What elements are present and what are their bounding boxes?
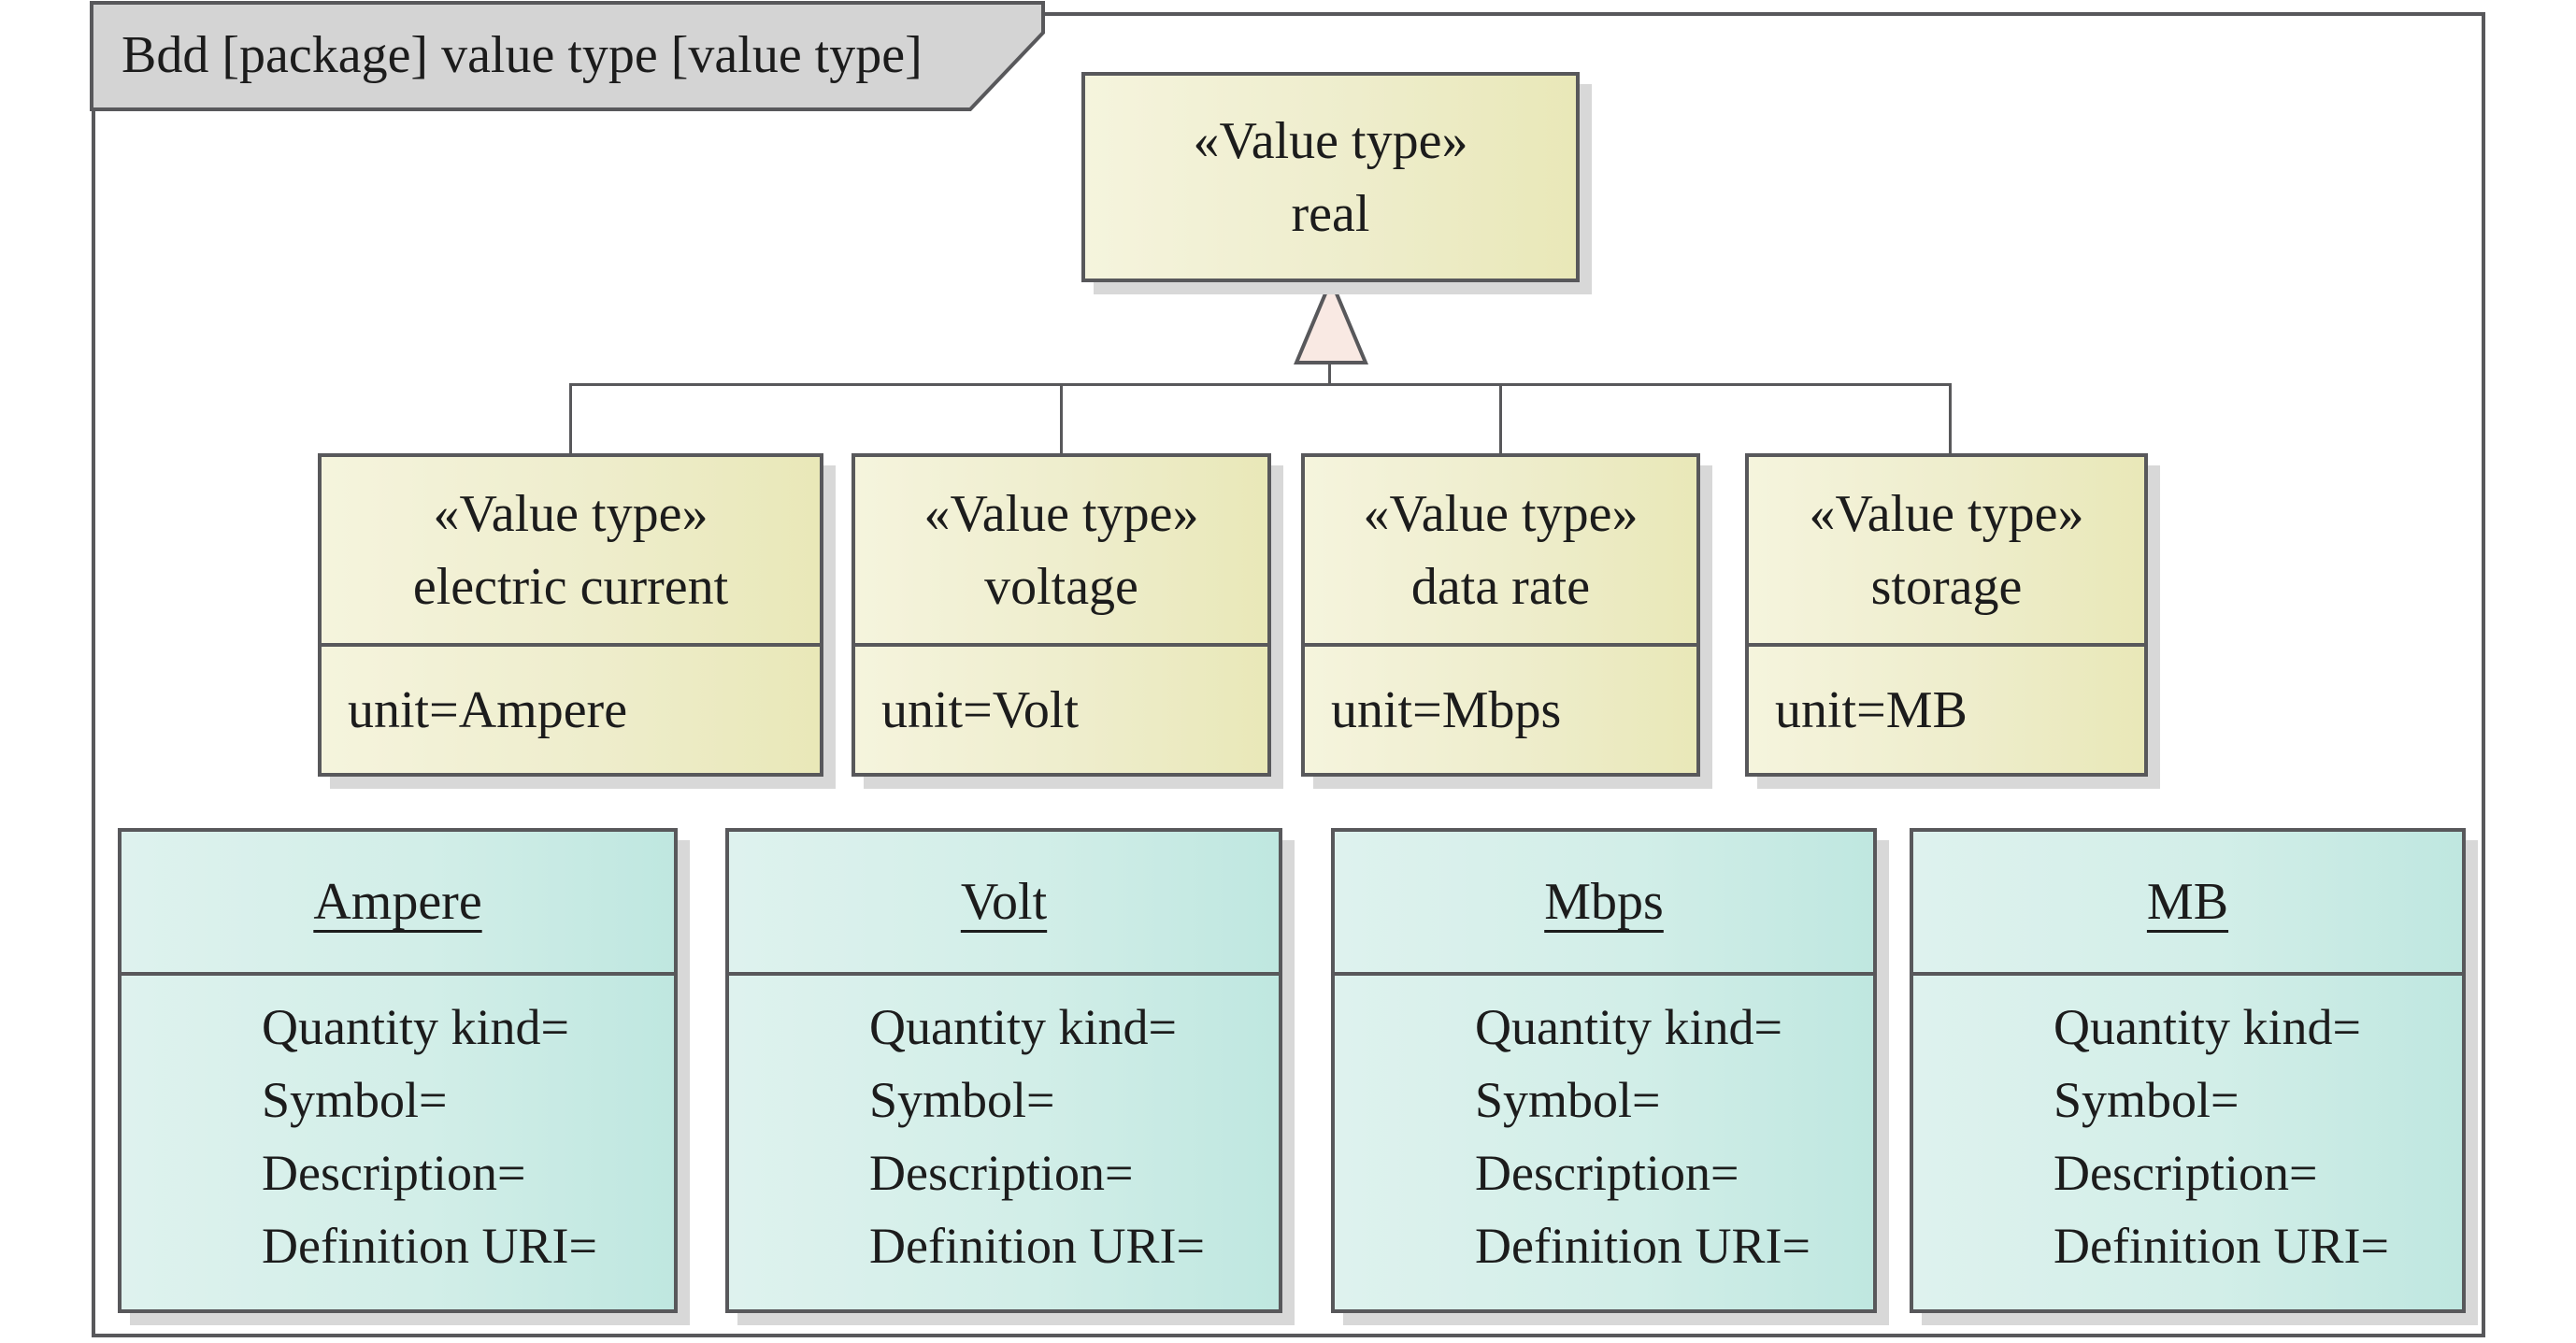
attribute-line: Quantity kind= bbox=[262, 999, 569, 1055]
node-voltage: «Value type» voltage unit=Volt bbox=[852, 453, 1271, 777]
stereotype-label: «Value type» bbox=[433, 484, 708, 543]
node-mb: MB Quantity kind= Symbol= Description= D… bbox=[1910, 828, 2466, 1313]
node-volt: Volt Quantity kind= Symbol= Description=… bbox=[725, 828, 1282, 1313]
drop-line-data-rate bbox=[1499, 385, 1502, 454]
drop-line-voltage bbox=[1060, 385, 1063, 454]
attribute-line: Definition URI= bbox=[869, 1218, 1205, 1274]
unit-name-label: Volt bbox=[960, 873, 1048, 931]
attribute-line: Symbol= bbox=[1475, 1072, 1661, 1128]
stereotype-label: «Value type» bbox=[1809, 484, 2084, 543]
attribute-compartment: unit=Ampere bbox=[322, 643, 820, 773]
title-compartment: Ampere bbox=[122, 832, 674, 972]
title-compartment: «Value type» storage bbox=[1749, 457, 2144, 643]
attribute-compartment: unit=MB bbox=[1749, 643, 2144, 773]
title-compartment: MB bbox=[1913, 832, 2462, 972]
attribute-line: Symbol= bbox=[262, 1072, 448, 1128]
node-data-rate: «Value type» data rate unit=Mbps bbox=[1301, 453, 1700, 777]
attribute-line: Description= bbox=[2054, 1145, 2318, 1201]
node-real: «Value type» real bbox=[1081, 72, 1580, 282]
unit-name-label: Mbps bbox=[1544, 873, 1664, 931]
title-compartment: «Value type» electric current bbox=[322, 457, 820, 643]
attribute-line: Quantity kind= bbox=[1475, 999, 1782, 1055]
stereotype-label: «Value type» bbox=[1363, 484, 1639, 543]
unit-attribute: unit=Volt bbox=[881, 680, 1080, 739]
unit-name-label: MB bbox=[2146, 873, 2229, 931]
node-ampere: Ampere Quantity kind= Symbol= Descriptio… bbox=[118, 828, 678, 1313]
generalization-stub-line bbox=[1328, 362, 1331, 384]
unit-attribute: unit=Ampere bbox=[348, 680, 628, 739]
node-mbps: Mbps Quantity kind= Symbol= Description=… bbox=[1331, 828, 1877, 1313]
node-storage: «Value type» storage unit=MB bbox=[1745, 453, 2148, 777]
title-compartment: Mbps bbox=[1335, 832, 1873, 972]
unit-attribute: unit=Mbps bbox=[1331, 680, 1562, 739]
drop-line-storage bbox=[1949, 385, 1952, 454]
title-compartment: «Value type» data rate bbox=[1305, 457, 1696, 643]
type-name-label: storage bbox=[1870, 557, 2023, 616]
attribute-line: Definition URI= bbox=[2054, 1218, 2389, 1274]
attribute-line: Symbol= bbox=[869, 1072, 1055, 1128]
attribute-line: Symbol= bbox=[2054, 1072, 2240, 1128]
attribute-line: Definition URI= bbox=[1475, 1218, 1810, 1274]
attribute-compartment: unit=Mbps bbox=[1305, 643, 1696, 773]
attribute-compartment: unit=Volt bbox=[855, 643, 1267, 773]
attribute-compartment: Quantity kind= Symbol= Description= Defi… bbox=[122, 972, 674, 1309]
frame-tab-shape bbox=[90, 1, 1045, 111]
unit-attribute: unit=MB bbox=[1775, 680, 1968, 739]
drop-line-electric-current bbox=[569, 385, 572, 454]
title-compartment: Volt bbox=[729, 832, 1279, 972]
frame-tab bbox=[90, 1, 1045, 111]
attribute-line: Description= bbox=[869, 1145, 1134, 1201]
node-real-title-compartment: «Value type» real bbox=[1085, 76, 1576, 279]
diagram-title: Bdd [package] value type [value type] bbox=[122, 26, 923, 84]
type-name-label: real bbox=[1291, 184, 1370, 243]
generalization-triangle-icon bbox=[1294, 278, 1368, 364]
type-name-label: electric current bbox=[412, 557, 729, 616]
type-name-label: data rate bbox=[1410, 557, 1591, 616]
stereotype-label: «Value type» bbox=[923, 484, 1199, 543]
attribute-line: Quantity kind= bbox=[2054, 999, 2361, 1055]
attribute-line: Definition URI= bbox=[262, 1218, 597, 1274]
unit-name-label: Ampere bbox=[313, 873, 482, 931]
attribute-compartment: Quantity kind= Symbol= Description= Defi… bbox=[1913, 972, 2462, 1309]
generalization-bus-line bbox=[569, 383, 1952, 386]
attribute-line: Description= bbox=[262, 1145, 526, 1201]
node-electric-current: «Value type» electric current unit=Amper… bbox=[318, 453, 823, 777]
title-compartment: «Value type» voltage bbox=[855, 457, 1267, 643]
stereotype-label: «Value type» bbox=[1193, 111, 1468, 170]
attribute-compartment: Quantity kind= Symbol= Description= Defi… bbox=[729, 972, 1279, 1309]
type-name-label: voltage bbox=[984, 557, 1138, 616]
attribute-line: Quantity kind= bbox=[869, 999, 1177, 1055]
attribute-line: Description= bbox=[1475, 1145, 1739, 1201]
attribute-compartment: Quantity kind= Symbol= Description= Defi… bbox=[1335, 972, 1873, 1309]
